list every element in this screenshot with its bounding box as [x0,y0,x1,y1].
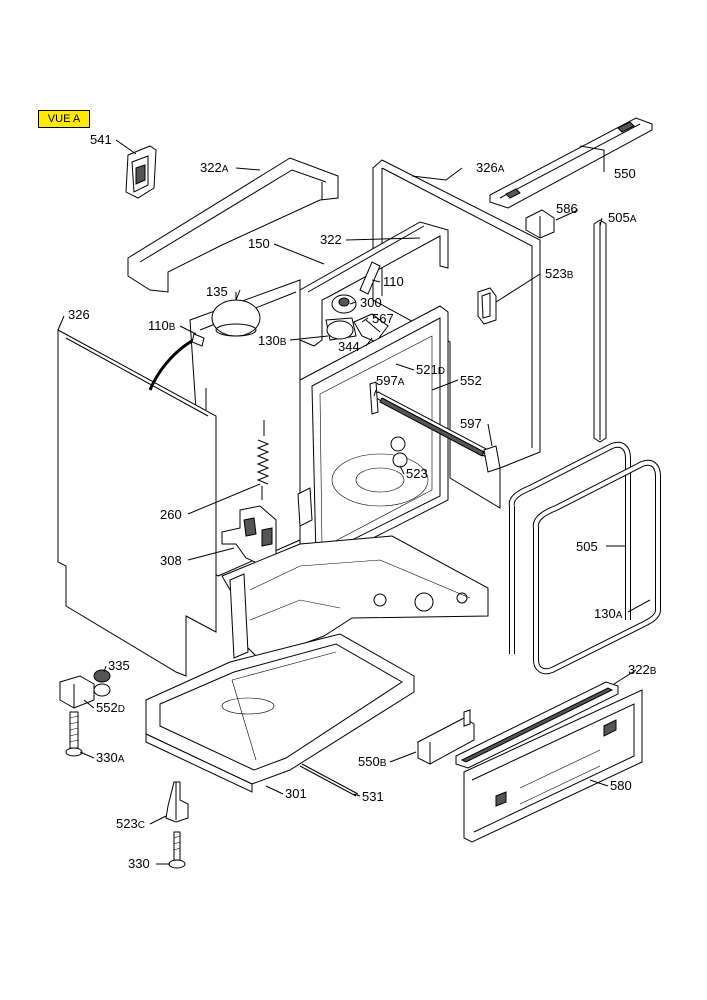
label-301: 301 [285,786,307,801]
label-523: 523 [406,466,428,481]
part-541-clip [125,145,157,199]
part-523c-bracket [165,781,189,823]
door-frame [297,305,449,569]
label-567: 567 [372,311,394,326]
leader-lines [57,139,651,865]
part-260-spring [256,420,270,500]
label-308: 308 [160,553,182,568]
part-326-side-panel [57,329,217,677]
part-301-tray [145,633,415,793]
part-567-clip [353,313,389,343]
part-550b-clip [417,709,475,765]
label-344: 344 [338,339,360,354]
label-150: 150 [248,236,270,251]
label-552d: 552D [96,700,125,716]
label-130b: 130B [258,333,287,349]
part-130a-seal [532,459,661,675]
label-521d: 521D [416,362,445,378]
label-505a: 505A [608,210,637,226]
label-130a: 130A [594,606,623,622]
label-260: 260 [160,507,182,522]
label-505: 505 [576,539,598,554]
label-531: 531 [362,789,384,804]
label-330: 330 [128,856,150,871]
label-550: 550 [614,166,636,181]
part-110-tube [359,261,381,295]
part-110b-hose [148,333,205,391]
part-505a-strip [593,219,607,443]
label-300: 300 [360,295,382,310]
part-330a-screw [65,711,83,757]
label-541: 541 [90,132,112,147]
label-110: 110 [383,274,404,289]
part-322-frame [299,221,449,347]
part-300-valve [325,294,357,341]
label-110b: 110B [148,318,176,334]
label-326a: 326A [476,160,505,176]
base-frame [221,535,489,661]
part-597-bracket [483,445,501,473]
part-523-nozzles [390,436,408,468]
label-135: 135 [206,284,228,299]
part-322b-strip [455,681,619,769]
label-586: 586 [556,201,578,216]
label-550b: 550B [358,754,387,770]
label-326: 326 [68,307,90,322]
part-586-bracket [525,209,555,239]
label-580: 580 [610,778,632,793]
part-322a-frame [127,157,339,293]
part-552-bar [369,381,493,459]
view-a-tag: VUE A [38,110,90,128]
label-335: 335 [108,658,130,673]
label-523c: 523C [116,816,145,832]
part-330-screw [168,831,186,869]
label-552: 552 [460,373,482,388]
label-322a: 322A [200,160,229,176]
part-505-seal [508,441,631,654]
label-330a: 330A [96,750,125,766]
label-322: 322 [320,232,342,247]
label-597a: 597A [376,373,405,389]
part-308-hinge [221,505,277,567]
label-597: 597 [460,416,482,431]
part-580-panel [463,689,643,843]
part-552d-valve [59,669,111,709]
label-523b: 523B [545,266,574,282]
part-550-strip [489,117,653,209]
label-322b: 322B [628,662,657,678]
part-531-rod [299,763,359,797]
